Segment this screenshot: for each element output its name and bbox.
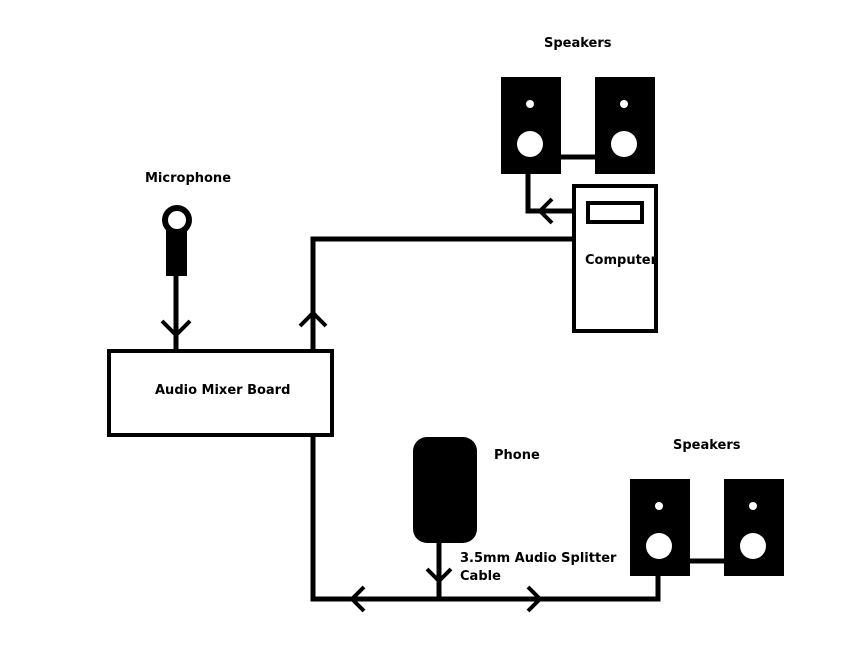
audio-mixer-board xyxy=(107,349,334,437)
label-audio-mixer-board: Audio Mixer Board xyxy=(155,383,291,398)
arrowhead-to-mixer xyxy=(160,319,192,338)
label-computer: Computer xyxy=(585,253,658,268)
speaker-top-left xyxy=(501,77,561,174)
speaker-bottom-right xyxy=(724,479,784,576)
speaker-top-right xyxy=(595,77,655,174)
arrowhead-splitter-left xyxy=(349,585,366,613)
arrowhead-to-computer xyxy=(298,310,328,328)
computer-tower xyxy=(572,184,658,333)
speakers-bottom xyxy=(630,479,784,576)
label-speakers-top: Speakers xyxy=(544,36,612,51)
label-phone: Phone xyxy=(494,448,540,463)
label-speakers-bottom: Speakers xyxy=(673,438,741,453)
cable-computer-to-speakers xyxy=(525,174,574,214)
computer-drive-bay xyxy=(586,201,644,224)
cable-mixer-to-computer xyxy=(310,236,574,351)
label-splitter-line1: 3.5mm Audio Splitter xyxy=(460,551,617,566)
arrowhead-splitter-right xyxy=(526,585,543,613)
speaker-bottom-left xyxy=(630,479,690,576)
arrowhead-phone-down xyxy=(425,567,453,584)
speakers-top xyxy=(501,77,655,174)
label-splitter-line2: Cable xyxy=(460,569,501,584)
microphone-icon xyxy=(162,205,192,276)
cable-mixer-to-bottom-speakers xyxy=(310,435,661,602)
label-microphone: Microphone xyxy=(145,171,232,186)
arrowhead-to-speakers xyxy=(537,197,554,225)
phone-icon xyxy=(413,437,477,543)
